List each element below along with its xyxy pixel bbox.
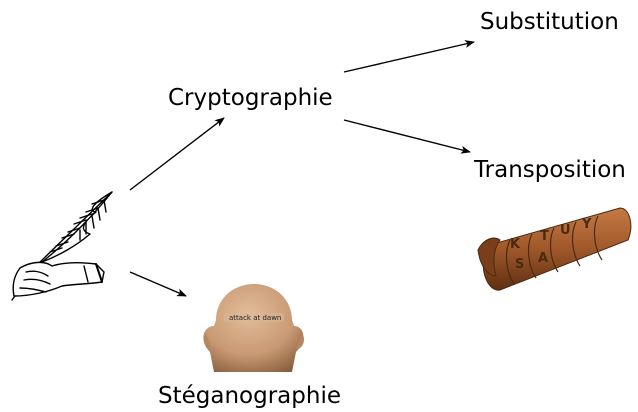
hidden-message-text: attack at dawn <box>229 314 281 322</box>
node-steganographie: Stéganographie <box>158 383 341 409</box>
scytale-letter-3: T <box>540 229 549 244</box>
arrow-cryptographie-to-transposition <box>343 119 471 154</box>
arrow-cryptographie-to-substitution <box>343 40 475 73</box>
scytale-letter-4: U <box>560 223 571 238</box>
node-transposition: Transposition <box>474 157 626 183</box>
scytale-letter-1: K <box>510 237 521 252</box>
scytale-letter-2: S <box>515 257 524 272</box>
arrow-writer-to-steganographie <box>129 271 187 297</box>
scytale-letter-5: Y <box>581 217 592 232</box>
arrow-writer-to-cryptographie <box>129 117 225 191</box>
node-substitution: Substitution <box>480 9 619 35</box>
node-cryptographie: Cryptographie <box>168 85 333 111</box>
scytale-letter-6: A <box>538 251 548 266</box>
